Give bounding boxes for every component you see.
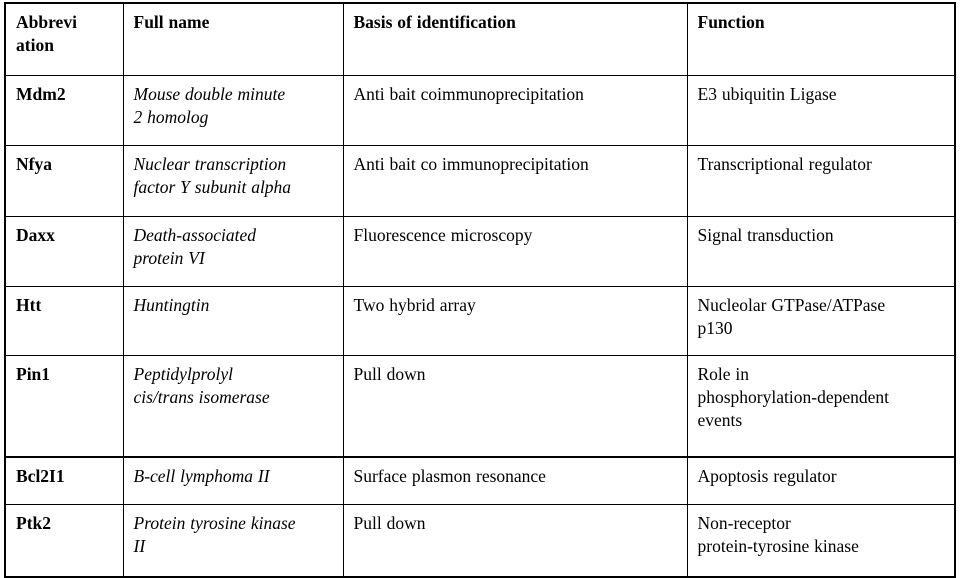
column-header-function: Function (686, 2, 956, 76)
cell-full-name: Nuclear transcription factor Y subunit a… (122, 145, 344, 217)
cell-abbreviation: Mdm2 (4, 75, 124, 146)
protein-interaction-table: Abbrevi ation Full name Basis of identif… (4, 2, 956, 578)
column-header-abbreviation: Abbrevi ation (4, 2, 124, 76)
table-row: Htt Huntingtin Two hybrid array Nucleola… (4, 286, 956, 356)
column-header-basis-of-identification: Basis of identification (342, 2, 688, 76)
cell-basis: Pull down (342, 355, 688, 458)
cell-function: Transcriptional regulator (686, 145, 956, 217)
table-row: Bcl2I1 B-cell lymphoma II Surface plasmo… (4, 456, 956, 505)
protein-table-container: Abbrevi ation Full name Basis of identif… (4, 2, 956, 578)
cell-basis: Anti bait coimmunoprecipitation (342, 75, 688, 146)
table-row: Mdm2 Mouse double minute 2 homolog Anti … (4, 75, 956, 146)
cell-function: Apoptosis regulator (686, 456, 956, 505)
cell-full-name: Mouse double minute 2 homolog (122, 75, 344, 146)
table-body: Mdm2 Mouse double minute 2 homolog Anti … (4, 75, 956, 578)
cell-full-name: Death-associated protein VI (122, 216, 344, 287)
cell-full-name: B-cell lymphoma II (122, 456, 344, 505)
cell-abbreviation: Daxx (4, 216, 124, 287)
cell-basis: Pull down (342, 504, 688, 578)
table-row: Ptk2 Protein tyrosine kinase II Pull dow… (4, 504, 956, 578)
cell-abbreviation: Htt (4, 286, 124, 356)
cell-basis: Surface plasmon resonance (342, 456, 688, 505)
cell-function: Non-receptor protein-tyrosine kinase (686, 504, 956, 578)
cell-abbreviation: Pin1 (4, 355, 124, 458)
cell-function: E3 ubiquitin Ligase (686, 75, 956, 146)
cell-abbreviation: Ptk2 (4, 504, 124, 578)
table-row: Pin1 Peptidylprolyl cis/trans isomerase … (4, 355, 956, 458)
cell-function: Signal transduction (686, 216, 956, 287)
table-header: Abbrevi ation Full name Basis of identif… (4, 2, 956, 76)
cell-basis: Anti bait co immunoprecipitation (342, 145, 688, 217)
cell-full-name: Protein tyrosine kinase II (122, 504, 344, 578)
table-row: Daxx Death-associated protein VI Fluores… (4, 216, 956, 287)
cell-function: Role in phosphorylation-dependent events (686, 355, 956, 458)
cell-full-name: Peptidylprolyl cis/trans isomerase (122, 355, 344, 458)
column-header-full-name: Full name (122, 2, 344, 76)
cell-basis: Fluorescence microscopy (342, 216, 688, 287)
cell-full-name: Huntingtin (122, 286, 344, 356)
cell-abbreviation: Bcl2I1 (4, 456, 124, 505)
cell-function: Nucleolar GTPase/ATPase p130 (686, 286, 956, 356)
cell-basis: Two hybrid array (342, 286, 688, 356)
table-row: Nfya Nuclear transcription factor Y subu… (4, 145, 956, 217)
header-row: Abbrevi ation Full name Basis of identif… (4, 2, 956, 76)
cell-abbreviation: Nfya (4, 145, 124, 217)
